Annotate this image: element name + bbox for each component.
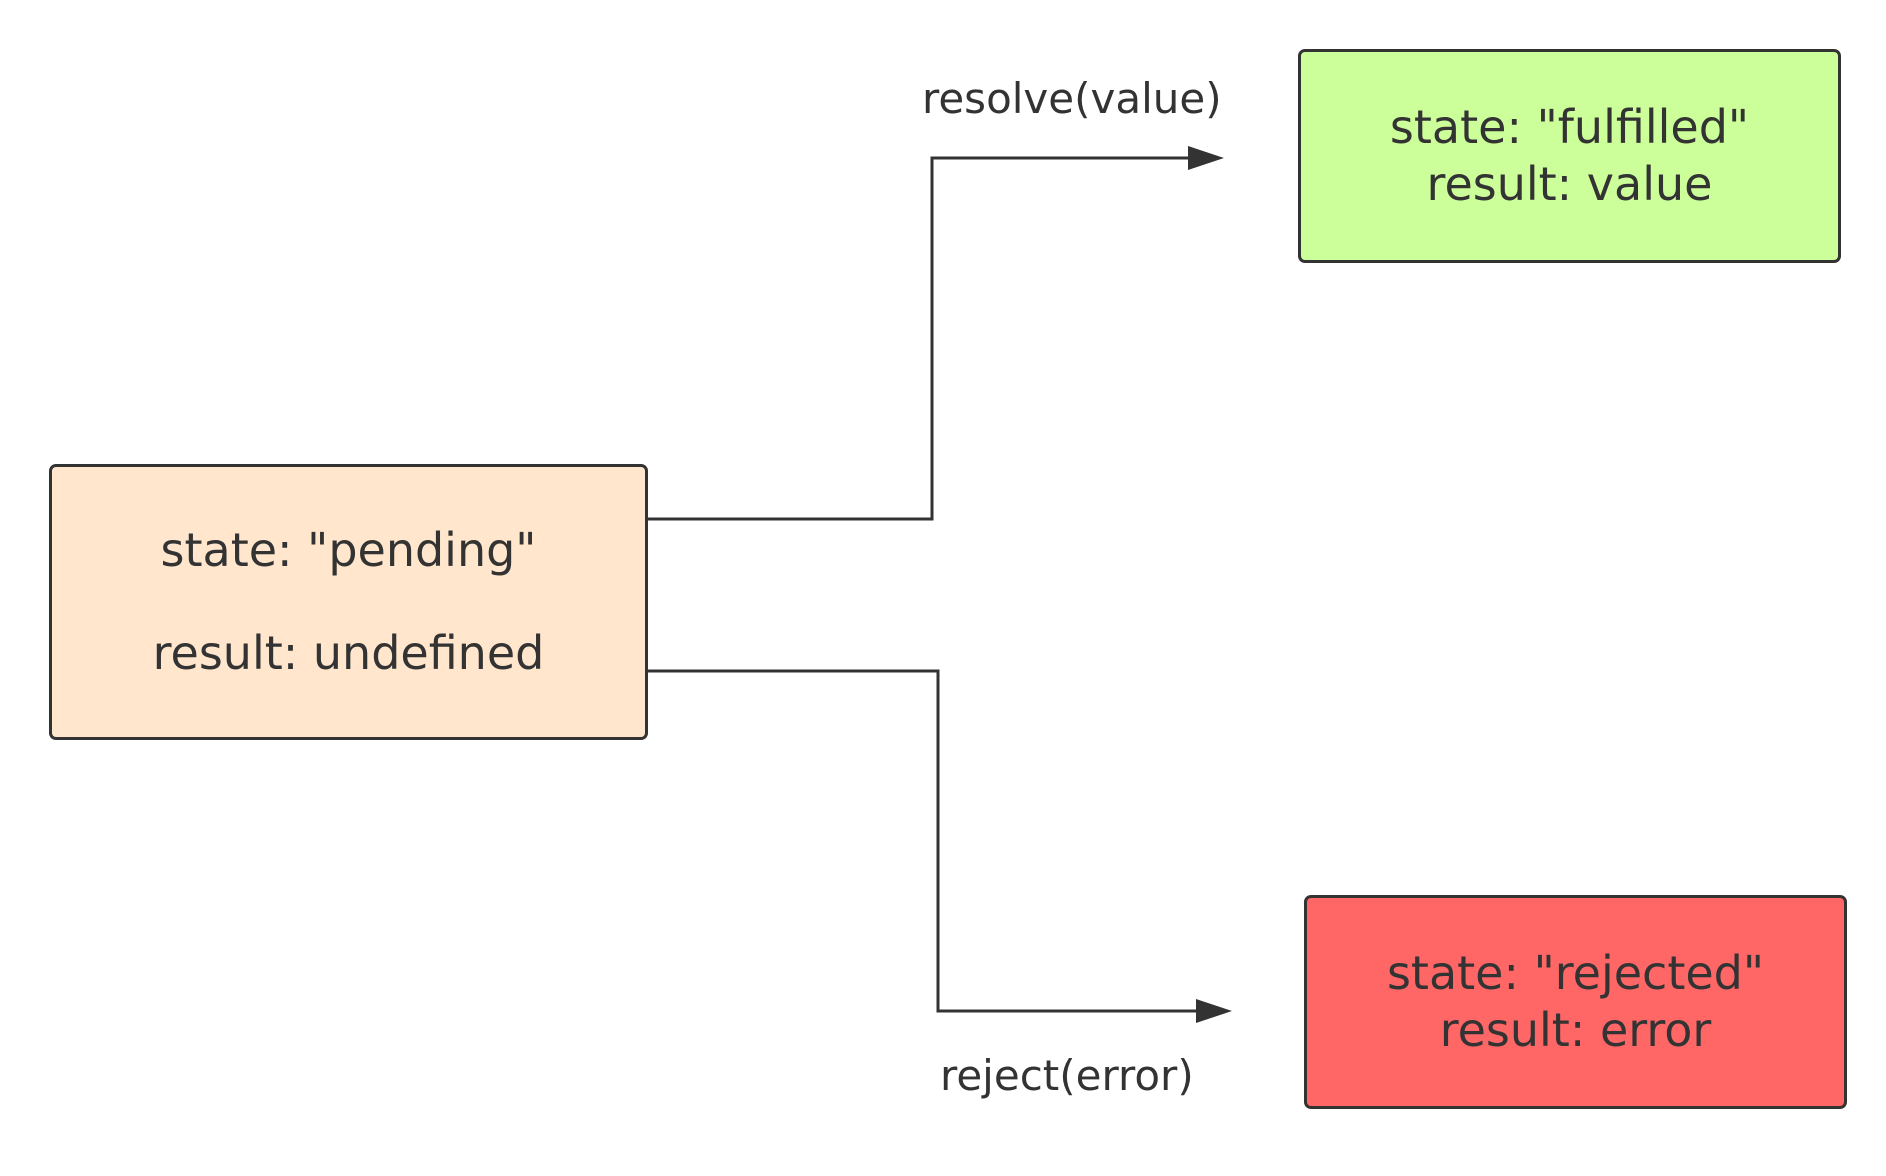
reject-edge-label: reject(error) <box>940 1051 1194 1100</box>
rejected-state-label: state: "rejected" <box>1386 945 1765 1000</box>
resolve-edge-label: resolve(value) <box>922 74 1222 123</box>
pending-state-label: state: "pending" <box>160 523 537 578</box>
resolve-connector <box>645 156 1210 521</box>
fulfilled-state-label: state: "fulfilled" <box>1389 99 1750 154</box>
fulfilled-result-label: result: value <box>1426 157 1713 211</box>
reject-connector <box>648 669 1218 1013</box>
resolve-arrowhead-icon <box>1188 146 1224 170</box>
reject-arrowhead-icon <box>1196 999 1232 1023</box>
pending-result-label: result: undefined <box>152 626 545 680</box>
rejected-result-label: result: error <box>1439 1003 1712 1057</box>
pending-state-box: state: "pending" result: undefined <box>49 464 648 740</box>
rejected-state-box: state: "rejected" result: error <box>1304 895 1847 1109</box>
fulfilled-state-box: state: "fulfilled" result: value <box>1298 49 1841 263</box>
